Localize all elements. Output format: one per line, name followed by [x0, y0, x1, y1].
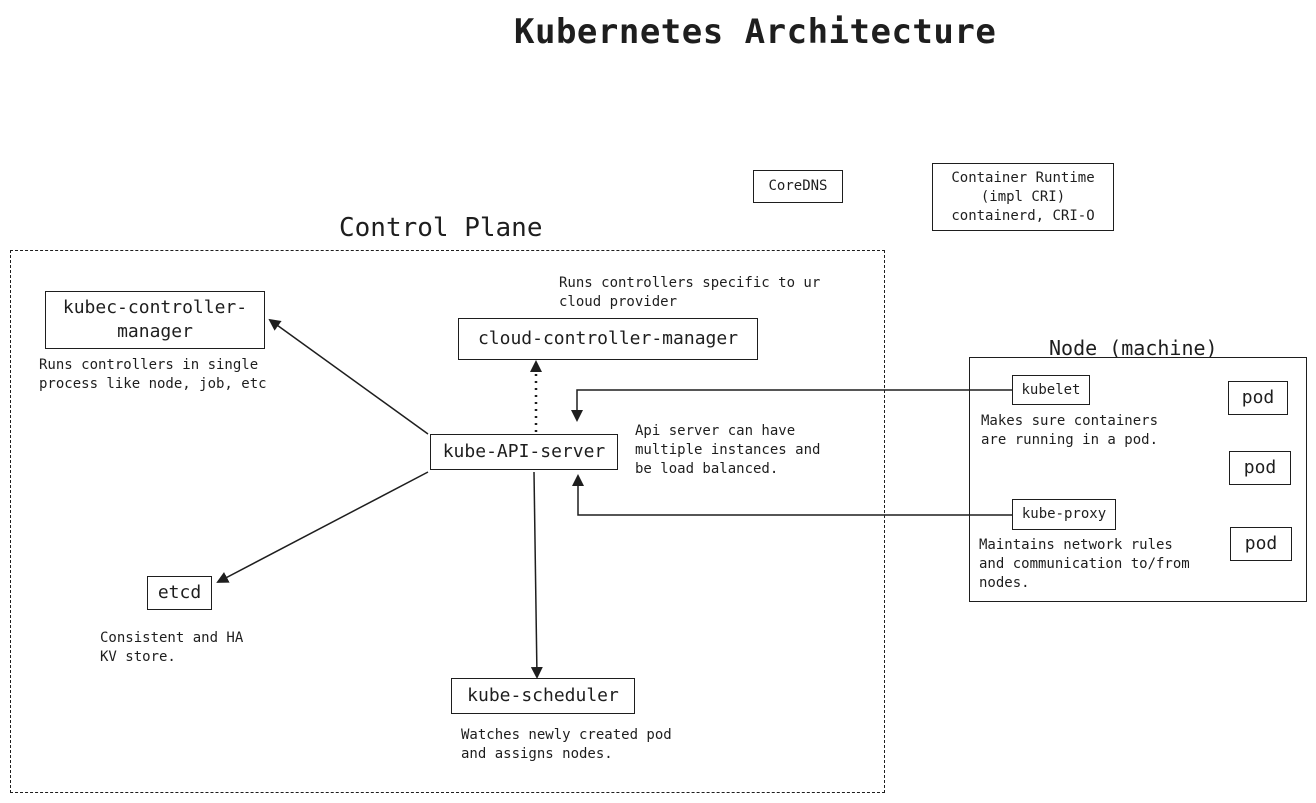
edge-kubelet-to-api	[571, 389, 1012, 422]
kube-proxy-node[interactable]: kube-proxy	[1012, 499, 1116, 530]
kubelet-note: Makes sure containers are running in a p…	[981, 413, 1159, 448]
edge-api-to-scheduler	[530, 471, 543, 679]
worker-node-boundary	[969, 357, 1307, 602]
cloud-controller-manager-node[interactable]: cloud-controller-manager	[458, 318, 758, 360]
kubelet-node[interactable]: kubelet	[1012, 375, 1090, 405]
kube-scheduler-node[interactable]: kube-scheduler	[451, 678, 635, 714]
etcd-note: Consistent and HA KV store.	[100, 630, 244, 665]
pod-node[interactable]: pod	[1228, 381, 1288, 415]
worker-node-title: Node (machine)	[1049, 336, 1218, 360]
kube-api-server-note: Api server can have multiple instances a…	[635, 423, 821, 477]
diagram-title: Kubernetes Architecture	[514, 12, 997, 52]
kube-controller-manager-node[interactable]: kubec-controller- manager	[45, 291, 265, 349]
edge-api-to-controller-manager	[268, 318, 429, 435]
etcd-node[interactable]: etcd	[147, 576, 212, 610]
container-runtime-node[interactable]: Container Runtime (impl CRI) containerd,…	[932, 163, 1114, 231]
cloud-controller-manager-note: Runs controllers specific to ur cloud pr…	[559, 275, 821, 310]
coredns-node[interactable]: CoreDNS	[753, 170, 843, 203]
edge-kube-proxy-to-api	[572, 474, 1012, 516]
kube-api-server-node[interactable]: kube-API-server	[430, 434, 618, 470]
control-plane-boundary	[10, 250, 885, 793]
pod-node[interactable]: pod	[1229, 451, 1291, 485]
pod-node[interactable]: pod	[1230, 527, 1292, 561]
kube-controller-manager-note: Runs controllers in single process like …	[39, 357, 267, 392]
control-plane-title: Control Plane	[339, 213, 543, 243]
kube-scheduler-note: Watches newly created pod and assigns no…	[461, 727, 672, 762]
kube-proxy-note: Maintains network rules and communicatio…	[979, 537, 1190, 591]
edge-api-to-etcd	[216, 471, 429, 583]
